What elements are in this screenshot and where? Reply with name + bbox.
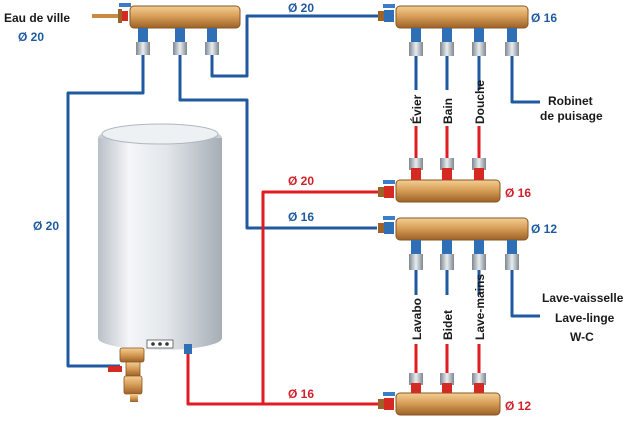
safety-group [108,347,145,402]
manifold-outlet [472,240,486,270]
manifold-outlet [409,28,423,56]
mid-hot-manifold-diameter: Ø 16 [505,186,531,200]
main-inlet-manifold [118,3,241,55]
fixture-label-douche: Douche [473,80,487,124]
fixture-label-lave-mains: Lave-mains [473,274,487,340]
hot-feed-diameter: Ø 20 [288,174,314,188]
manifold-outlet [440,373,454,393]
manifold-outlet [472,373,486,393]
low-hot-manifold-diameter: Ø 12 [505,399,531,413]
fixture-label-lavabo: Lavabo [410,298,424,340]
fixture-label-bidet: Bidet [441,310,455,340]
appliance-label-3: W-C [570,330,594,344]
manifold-outlet [472,158,486,180]
hot-water-pipes [186,126,481,406]
mid-hot-manifold [378,158,501,203]
inlet-title: Eau de ville [4,11,70,25]
cold-mid-feed-diameter: Ø 16 [288,210,314,224]
fixture-label-bain: Bain [441,98,455,124]
manifold-outlet [440,240,454,270]
top-manifold-diameter: Ø 16 [531,11,557,25]
manifold-outlet [472,28,486,56]
appliance-label-2: Lave-linge [555,311,615,325]
main-cold-diameter: Ø 20 [288,1,314,15]
manifold-outlet [136,28,150,55]
fixture-label-evier: Évier [409,94,424,124]
mid-cold-manifold [378,216,529,270]
top-cold-manifold [378,4,529,56]
manifold-outlet [409,158,423,180]
manifold-outlet [205,28,219,55]
mid-cold-manifold-diameter: Ø 12 [531,222,557,236]
water-heater [98,123,222,354]
appliance-label-1: Lave-vaisselle [542,291,624,305]
low-hot-manifold [378,373,501,416]
riser-diameter: Ø 20 [33,219,59,233]
manifold-outlet [409,240,423,270]
hot-low-feed-diameter: Ø 16 [288,387,314,401]
inlet-diameter: Ø 20 [18,30,44,44]
cold-water-pipes [66,14,540,368]
manifold-outlet [173,28,187,55]
manifold-outlet [440,28,454,56]
tap-label-line1: Robinet [548,94,593,108]
manifold-outlet [505,240,519,270]
manifold-outlet [505,28,519,56]
tap-label-line2: de puisage [540,109,603,123]
manifold-outlet [440,158,454,180]
manifold-outlet [409,373,423,393]
